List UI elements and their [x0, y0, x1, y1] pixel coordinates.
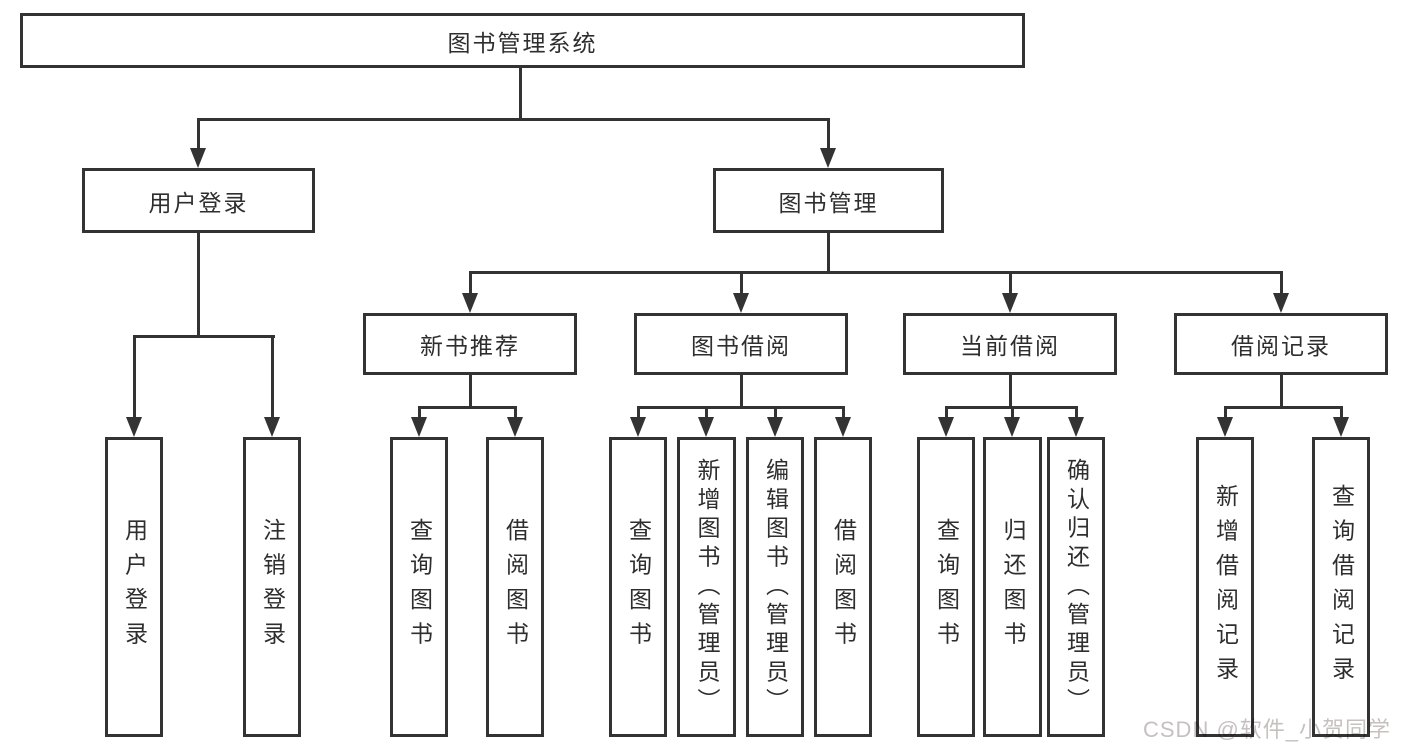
arrow-down-icon [190, 148, 206, 168]
connector-vline [1280, 375, 1283, 408]
leaf-borrow-books-2: 借阅图书 [814, 437, 872, 737]
node-root-label: 图书管理系统 [447, 29, 598, 56]
connector-vline [740, 375, 743, 408]
leaf-add-borrow-record-label: 新增借阅记录 [1212, 483, 1239, 691]
leaf-confirm-return-admin: 确认归还（管理员） [1047, 437, 1105, 737]
connector-vline [1075, 406, 1078, 419]
node-user-login-label: 用户登录 [148, 189, 249, 216]
node-current-borrow-label: 当前借阅 [960, 333, 1060, 359]
connector-vline [197, 118, 200, 152]
connector-vline [1340, 406, 1343, 419]
arrow-down-icon [767, 417, 783, 437]
leaf-user-login: 用户登录 [105, 437, 163, 737]
connector-hline [469, 271, 1283, 274]
leaf-query-borrow-record: 查询借阅记录 [1312, 437, 1370, 737]
connector-hline [418, 406, 517, 409]
leaf-user-login-label: 用户登录 [121, 518, 148, 656]
leaf-logout-login: 注销登录 [243, 437, 301, 737]
node-book-borrow: 图书借阅 [634, 313, 848, 375]
arrow-down-icon [411, 417, 427, 437]
arrow-down-icon [630, 417, 646, 437]
leaf-add-books-admin-label: 新增图书（管理员） [694, 457, 720, 717]
connector-vline [1009, 271, 1012, 297]
arrow-down-icon [1002, 293, 1018, 313]
connector-vline [197, 233, 200, 337]
arrow-down-icon [698, 417, 714, 437]
leaf-borrow-books-2-label: 借阅图书 [830, 518, 857, 656]
arrow-down-icon [820, 148, 836, 168]
connector-hline [1224, 406, 1343, 409]
arrow-down-icon [126, 417, 142, 437]
node-book-management: 图书管理 [713, 168, 944, 233]
arrow-down-icon [1333, 417, 1349, 437]
node-book-management-label: 图书管理 [778, 189, 879, 216]
node-current-borrow: 当前借阅 [903, 313, 1117, 375]
connector-vline [827, 233, 830, 274]
leaf-confirm-return-admin-label: 确认归还（管理员） [1063, 457, 1090, 717]
arrow-down-icon [264, 417, 280, 437]
connector-vline [945, 406, 948, 419]
leaf-query-books-label: 查询图书 [406, 518, 433, 656]
leaf-query-books-3-label: 查询图书 [933, 518, 960, 656]
leaf-query-books: 查询图书 [390, 437, 448, 737]
node-book-borrow-label: 图书借阅 [691, 333, 791, 359]
leaf-add-borrow-record: 新增借阅记录 [1196, 437, 1254, 737]
leaf-borrow-books: 借阅图书 [486, 437, 544, 737]
connector-vline [469, 271, 472, 297]
node-root-system: 图书管理系统 [20, 13, 1025, 68]
node-new-book-recommend: 新书推荐 [363, 313, 577, 375]
connector-vline [637, 406, 640, 419]
node-borrow-records: 借阅记录 [1174, 313, 1388, 375]
leaf-edit-books-admin: 编辑图书（管理员） [746, 437, 804, 737]
connector-vline [519, 68, 522, 118]
leaf-query-books-3: 查询图书 [917, 437, 975, 737]
connector-hline [133, 335, 275, 338]
arrow-down-icon [733, 293, 749, 313]
connector-vline [827, 118, 830, 152]
connector-vline [1280, 271, 1283, 297]
connector-vline [842, 406, 845, 419]
arrow-down-icon [1273, 293, 1289, 313]
connector-hline [637, 406, 845, 409]
connector-vline [740, 271, 743, 297]
connector-hline [197, 118, 830, 121]
connector-vline [133, 335, 136, 419]
node-new-book-recommend-label: 新书推荐 [420, 333, 520, 359]
leaf-query-books-2-label: 查询图书 [625, 518, 652, 656]
leaf-query-books-2: 查询图书 [609, 437, 667, 737]
connector-vline [1011, 406, 1014, 419]
connector-vline [469, 375, 472, 408]
csdn-watermark: CSDN @软件_小贺同学 [1143, 717, 1392, 742]
connector-vline [514, 406, 517, 419]
connector-vline [271, 335, 274, 419]
node-borrow-records-label: 借阅记录 [1231, 333, 1331, 359]
leaf-edit-books-admin-label: 编辑图书（管理员） [762, 457, 789, 717]
leaf-add-books-admin: 新增图书（管理员） [677, 437, 736, 737]
leaf-return-books-label: 归还图书 [1000, 518, 1026, 656]
connector-vline [418, 406, 421, 419]
arrow-down-icon [938, 417, 954, 437]
arrow-down-icon [462, 293, 478, 313]
arrow-down-icon [1004, 417, 1020, 437]
connector-vline [1224, 406, 1227, 419]
connector-vline [1009, 375, 1012, 408]
arrow-down-icon [1068, 417, 1084, 437]
node-user-login: 用户登录 [82, 168, 315, 233]
leaf-borrow-books-label: 借阅图书 [502, 518, 529, 656]
leaf-return-books: 归还图书 [983, 437, 1042, 737]
connector-vline [774, 406, 777, 419]
leaf-query-borrow-record-label: 查询借阅记录 [1328, 483, 1355, 691]
arrow-down-icon [507, 417, 523, 437]
connector-vline [705, 406, 708, 419]
arrow-down-icon [1217, 417, 1233, 437]
leaf-logout-login-label: 注销登录 [259, 518, 286, 656]
arrow-down-icon [835, 417, 851, 437]
